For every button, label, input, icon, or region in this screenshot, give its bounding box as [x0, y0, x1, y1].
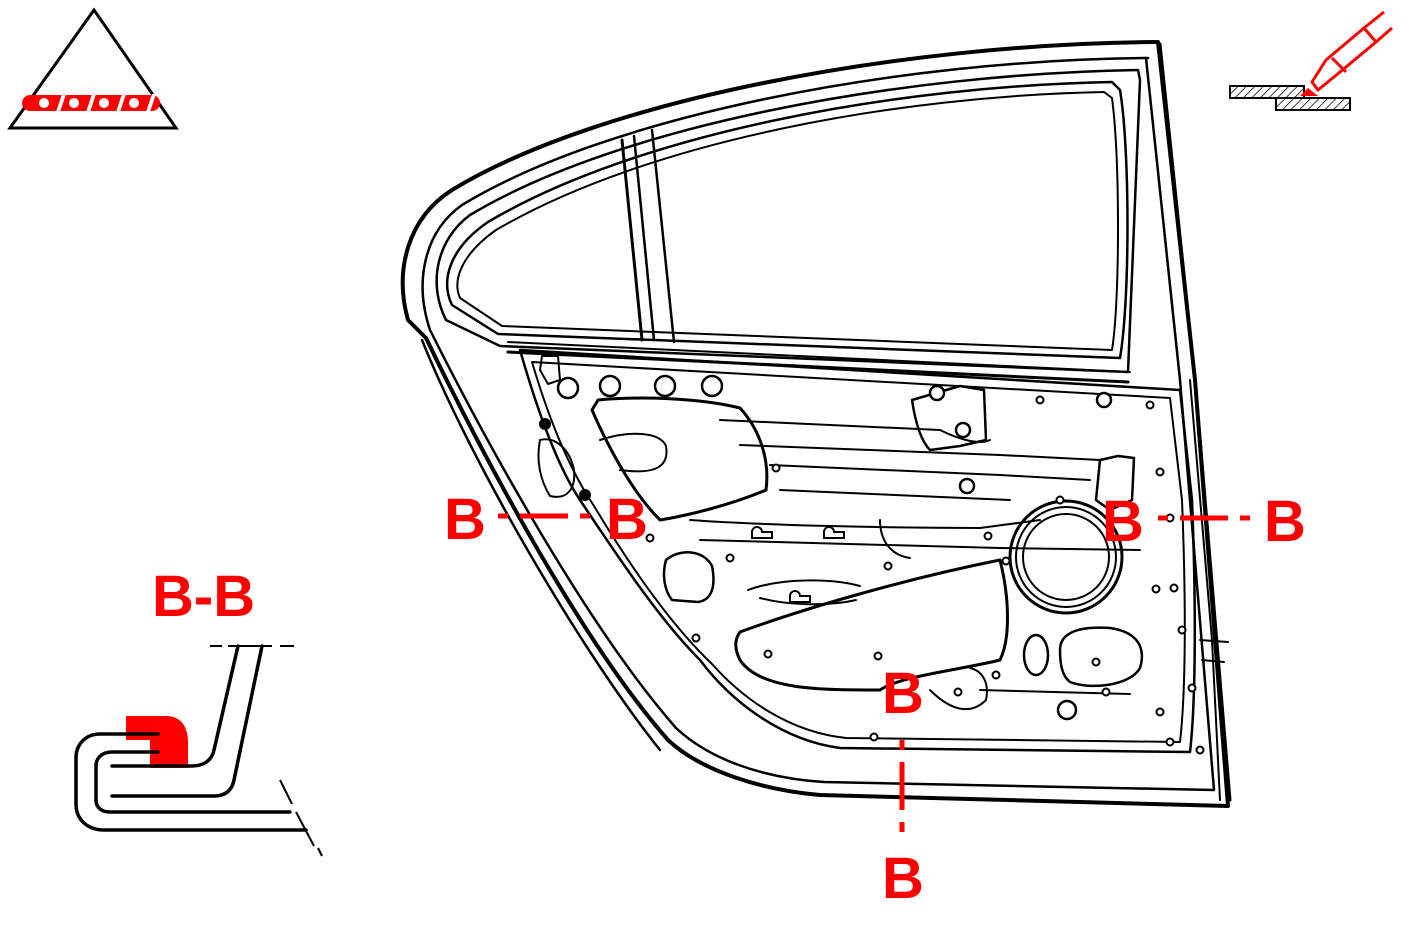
cut-label-bottom-start: B — [882, 661, 924, 726]
cut-label-right-start: B — [1102, 489, 1144, 554]
section-title: B-B — [152, 564, 255, 629]
rear-door-drawing — [400, 40, 1232, 808]
door-panel-holes — [556, 374, 1113, 721]
sealant-applicator-icon — [1229, 10, 1393, 111]
section-bb-detail — [74, 644, 323, 857]
door-panel-fasteners — [645, 395, 1205, 755]
door-panel-filled-plugs — [539, 418, 591, 501]
door-panel-clips — [751, 526, 845, 603]
cut-label-left-end: B — [606, 487, 648, 552]
cut-label-bottom-end: B — [882, 846, 924, 911]
warning-triangle-sealant-icon — [7, 7, 179, 130]
section-cut-lines — [498, 513, 1250, 832]
cut-label-left-start: B — [444, 487, 486, 552]
cut-label-right-end: B — [1264, 489, 1306, 554]
